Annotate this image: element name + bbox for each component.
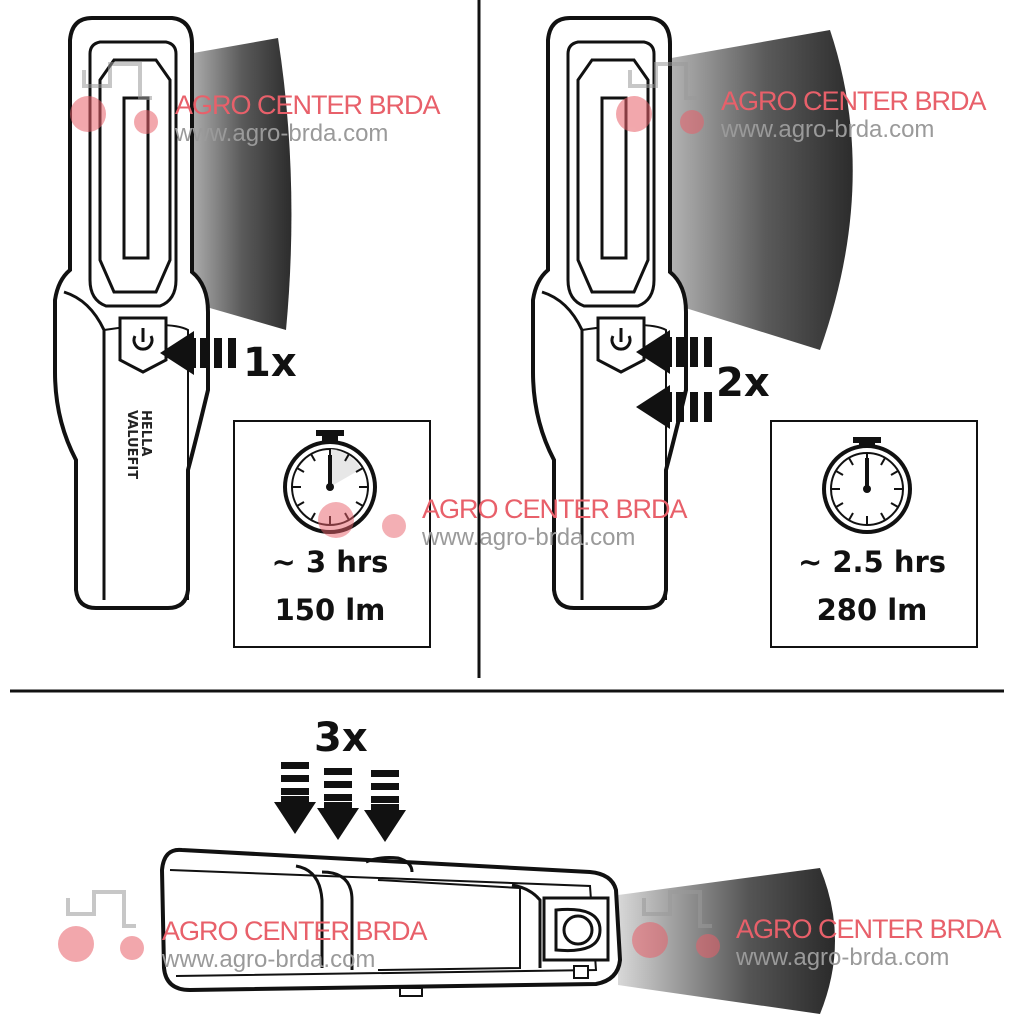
- panel-3-press-arrow-3: [364, 770, 406, 842]
- panel-2-press-count: 2x: [716, 360, 770, 406]
- power-icon: [132, 335, 154, 351]
- panel-3-press-arrow-1: [274, 762, 316, 834]
- brand-logo: HELLA VALUEFIT: [124, 410, 153, 480]
- panel-2-runtime: ~ 2.5 hrs: [797, 545, 947, 579]
- panel-2-lumens: 280 lm: [816, 593, 928, 627]
- panel-1-lamp: [53, 16, 292, 610]
- panel-1-beam: [182, 38, 292, 330]
- power-icon: [610, 335, 632, 351]
- panel-3-press-arrow-2: [317, 768, 359, 840]
- watermark-tractor-icon: [70, 62, 158, 134]
- watermark-tractor-icon: [58, 890, 144, 962]
- panel-1-lumens: 150 lm: [274, 593, 386, 627]
- watermark-tractor-icon: [632, 890, 720, 958]
- panel-2-beam: [660, 30, 853, 350]
- watermark-tractor-icon: [616, 62, 704, 134]
- panel-1-runtime: ~ 3 hrs: [271, 545, 389, 579]
- panel-3-press-count: 3x: [314, 715, 368, 761]
- panel-3-lamp: [159, 847, 835, 1014]
- panel-1-press-count: 1x: [243, 340, 297, 386]
- panel-2-lamp: [531, 16, 853, 610]
- panel-3-beam: [618, 868, 835, 1014]
